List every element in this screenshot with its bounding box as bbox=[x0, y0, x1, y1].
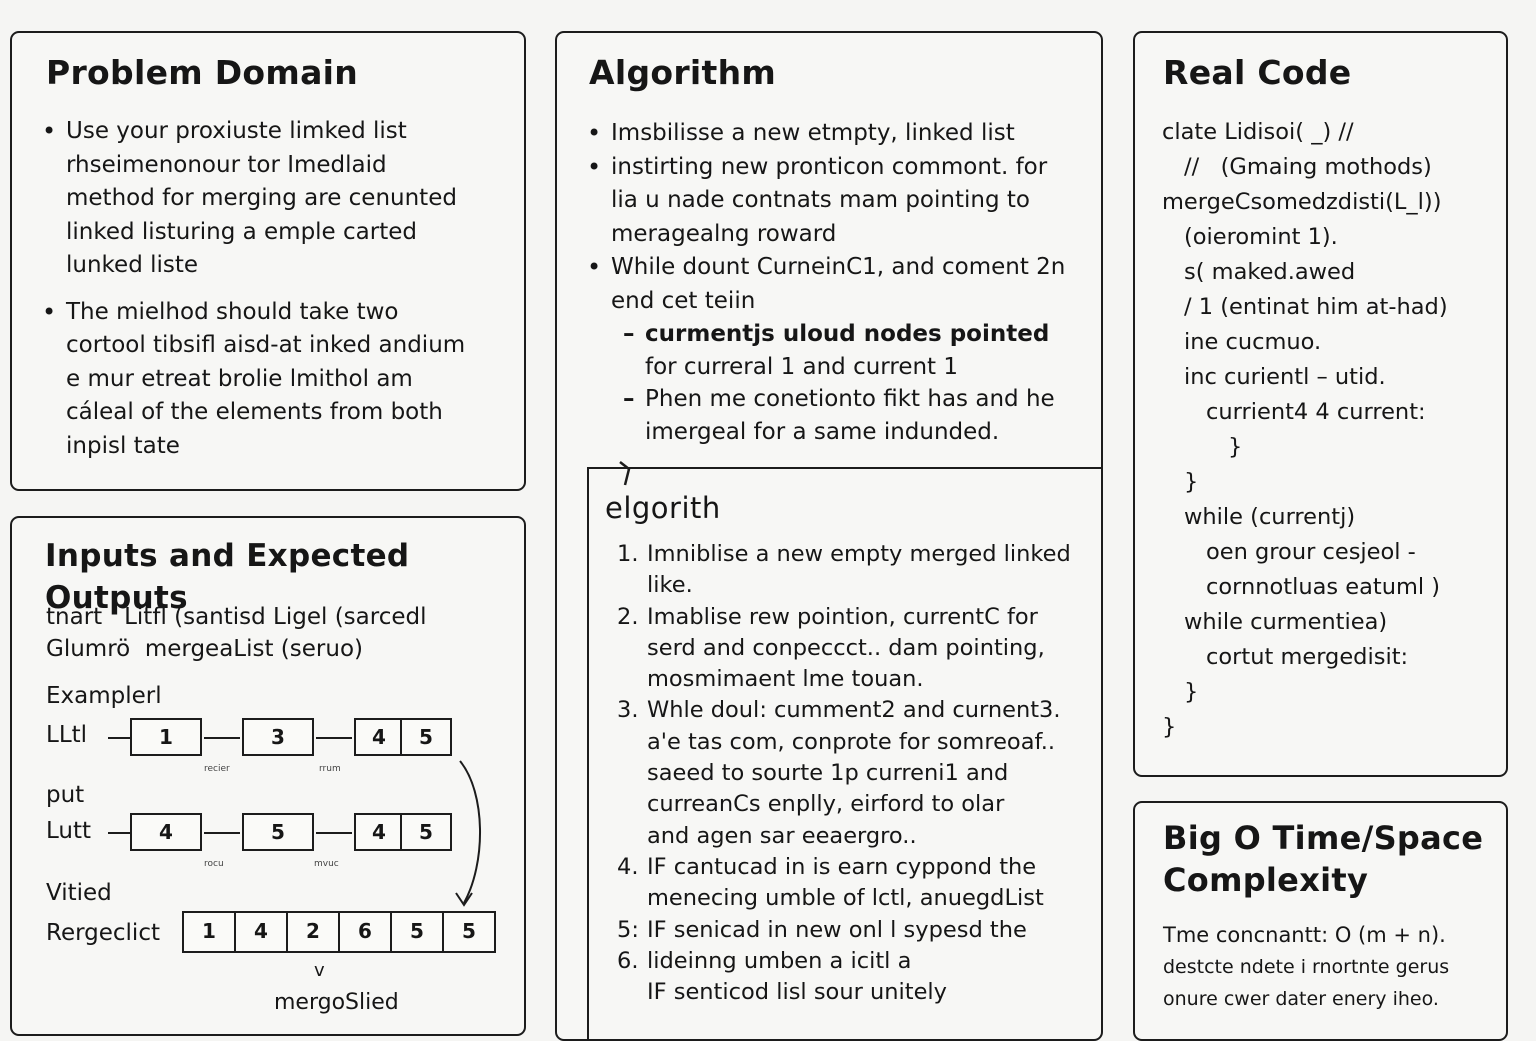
problem-domain-panel: Problem Domain Use your proxiuste limked… bbox=[10, 31, 526, 491]
problem-bullet: Use your proxiuste limked list rhseimeno… bbox=[42, 115, 522, 283]
code-line: mergeCsomedzdisti(L_l)) bbox=[1162, 189, 1442, 215]
code-line: ine cucmuo. bbox=[1184, 329, 1322, 355]
code-line: s( maked.awed bbox=[1184, 259, 1356, 285]
list2-link bbox=[204, 832, 240, 834]
elgorith-step: 3. Whle doul: cumment2 and curnent3. a'e… bbox=[617, 697, 1061, 849]
merged-cell: 2 bbox=[288, 913, 340, 951]
algorithm-panel: Algorithm Imsbilisse a new etmpty, linke… bbox=[555, 31, 1103, 1041]
big-o-text: Tme concnantt: O (m + n). destcte ndete … bbox=[1163, 923, 1450, 1010]
elgorith-step: 5: IF senicad in new onl l sypesd the bbox=[617, 916, 1027, 943]
code-line: currient4 4 current: bbox=[1206, 399, 1426, 425]
list1-caption: recier bbox=[204, 764, 230, 774]
problem-domain-title: Problem Domain bbox=[46, 53, 359, 92]
arrow-marker-icon bbox=[619, 461, 631, 486]
elgorith-box: elgorith 1. Imniblise a new empty merged… bbox=[587, 461, 1101, 1039]
code-line: } bbox=[1184, 679, 1199, 705]
code-line: inc curientl – utid. bbox=[1184, 364, 1386, 390]
list1-link bbox=[204, 737, 240, 739]
code-line: / 1 (entinat him at-had) bbox=[1184, 294, 1448, 320]
put-label: put bbox=[46, 782, 85, 808]
algorithm-subpoint: Phen me conetionto fikt has and he imerg… bbox=[623, 383, 1101, 448]
problem-bullets: Use your proxiuste limked list rhseimeno… bbox=[42, 115, 522, 463]
list2-caption: mvuc bbox=[314, 859, 339, 869]
elgorith-step: 1. Imniblise a new empty merged linked l… bbox=[617, 541, 1071, 599]
code-line: while curmentiea) bbox=[1184, 609, 1388, 635]
code-line: } bbox=[1228, 434, 1243, 460]
list1-link-head bbox=[108, 737, 130, 739]
list2-node: 5 bbox=[242, 813, 314, 851]
merged-label: Rergeclict bbox=[46, 920, 160, 946]
algorithm-bullet: Imsbilisse a new etmpty, linked list bbox=[587, 117, 1101, 151]
merged-bottom-label: mergoSlied bbox=[274, 990, 399, 1015]
elgorith-step: 2. Imablise rew pointion, currentC for s… bbox=[617, 603, 1045, 693]
list1-node: 4 bbox=[354, 718, 402, 756]
merged-cell: 6 bbox=[340, 913, 392, 951]
code-line: cortut mergedisit: bbox=[1206, 644, 1409, 670]
merged-cell: 1 bbox=[184, 913, 236, 951]
code-line: while (currentj) bbox=[1184, 504, 1356, 530]
elgorith-step: 6. lideinng umben a icitl a IF senticod … bbox=[617, 947, 947, 1006]
list2-label: Lutt bbox=[46, 818, 92, 844]
list2-node: 4 bbox=[354, 813, 402, 851]
list2-caption: rocu bbox=[204, 859, 224, 869]
list1-link bbox=[316, 737, 352, 739]
code-line: // (Gmaing mothods) bbox=[1184, 154, 1432, 180]
list1-label: LLtl bbox=[46, 722, 88, 748]
code-line: cornnotluas eatuml ) bbox=[1206, 574, 1441, 600]
curved-arrow-icon bbox=[455, 760, 482, 907]
code-block: clate Lidisoi( _) // // (Gmaing mothods) m… bbox=[1162, 115, 1506, 745]
big-o-panel: Big O Time/Space Complexity Tme concnant… bbox=[1133, 801, 1508, 1041]
algorithm-subpoints: curmentjs uloud nodes pointed for currer… bbox=[587, 318, 1101, 448]
inputs-line-2: Glumrö mergeaList (seruo) bbox=[46, 636, 363, 662]
elgorith-steps: 1. Imniblise a new empty merged linked l… bbox=[617, 539, 1087, 1008]
elgorith-title: elgorith bbox=[605, 491, 721, 525]
down-arrow-icon: v bbox=[314, 960, 325, 981]
list1-node: 3 bbox=[242, 718, 314, 756]
real-code-panel: Real Code clate Lidisoi( _) // // (Gmaing… bbox=[1133, 31, 1508, 777]
list2-link bbox=[316, 832, 352, 834]
code-line: } bbox=[1162, 714, 1177, 740]
list1-caption: rrum bbox=[319, 764, 341, 774]
merged-cell: 5 bbox=[392, 913, 444, 951]
list1-node: 1 bbox=[130, 718, 202, 756]
merged-cell: 5 bbox=[462, 919, 476, 943]
merged-cell: 4 bbox=[236, 913, 288, 951]
elgorith-step: 4. IF cantucad in is earn cyppond the me… bbox=[617, 853, 1044, 912]
algorithm-bullet: While dount CurneinC1, and coment 2n end… bbox=[587, 251, 1101, 318]
problem-bullet: The mielhod should take two cortool tibs… bbox=[42, 296, 522, 464]
algorithm-bullet: instirting new pronticon commont. for li… bbox=[587, 151, 1101, 252]
inputs-outputs-title: Inputs and Expected Outputs bbox=[45, 538, 410, 616]
algorithm-title: Algorithm bbox=[589, 53, 777, 92]
merged-list: 1 4 2 6 5 5 bbox=[182, 911, 496, 953]
algorithm-subpoint: curmentjs uloud nodes pointed for currer… bbox=[623, 318, 1101, 383]
big-o-title: Big O Time/Space Complexity bbox=[1163, 819, 1484, 899]
code-line: } bbox=[1184, 469, 1199, 495]
code-line: (oieromint 1). bbox=[1184, 224, 1338, 250]
example-label: Examplerl bbox=[46, 683, 162, 709]
code-line: clate Lidisoi( _) // bbox=[1162, 119, 1354, 145]
list2-node: 5 bbox=[400, 813, 452, 851]
real-code-title: Real Code bbox=[1163, 53, 1352, 92]
algorithm-bullets: Imsbilisse a new etmpty, linked list ins… bbox=[587, 117, 1101, 318]
vited-label: Vitied bbox=[46, 880, 112, 906]
algorithm-body: Imsbilisse a new etmpty, linked list ins… bbox=[587, 117, 1101, 448]
list1-node: 5 bbox=[400, 718, 452, 756]
code-line: oen grour cesjeol - bbox=[1206, 539, 1416, 565]
list2-node: 4 bbox=[130, 813, 202, 851]
list2-link-head bbox=[108, 832, 130, 834]
inputs-outputs-panel: Inputs and Expected Outputs tnart Litfl … bbox=[10, 516, 526, 1036]
inputs-line-1: tnart Litfl (santisd Ligel (sarcedl bbox=[46, 604, 427, 630]
